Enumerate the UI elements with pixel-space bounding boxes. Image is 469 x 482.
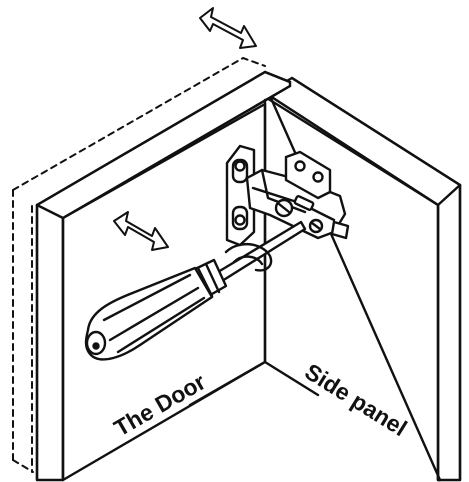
- screwdriver-icon: [84, 220, 307, 361]
- cabinet-hinge-icon: [225, 144, 350, 247]
- door-shifted-outline: [12, 57, 266, 473]
- double-arrow-icon: [113, 211, 169, 251]
- side-panel: [260, 76, 462, 482]
- double-arrow-icon: [199, 7, 257, 49]
